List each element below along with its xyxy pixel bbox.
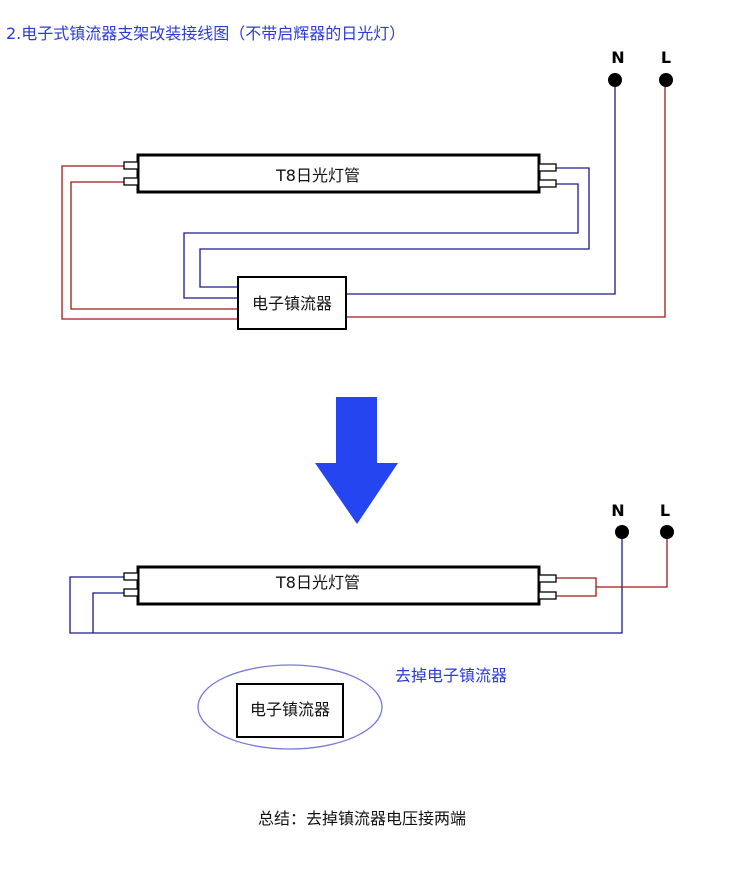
neutral-wire-left-pin-1 [69,532,623,634]
before-diagram: T8日光灯管 电子镇流器 N L [61,48,673,330]
tube-pin [538,574,557,583]
before-neutral-wires [183,80,616,299]
tube-before [136,153,541,194]
tube-pin [123,161,139,170]
tube-pin [123,588,139,597]
terminal-n-label: N [611,48,624,67]
diagram-title: 2.电子式镇流器支架改装接线图（不带启辉器的日光灯） [6,24,406,43]
neutral-wire-right-pin-2 [183,183,579,299]
after-live-wires [556,532,668,597]
remove-ballast-note: 去掉电子镇流器 [395,666,508,685]
live-wire-left-pin-2 [70,181,238,310]
terminal-n-dot [608,73,622,87]
neutral-wire-right-pin-1 [199,167,590,288]
removed-ballast-label: 电子镇流器 [250,700,330,719]
tube-after [136,565,541,606]
terminal-l-dot [659,73,673,87]
tube-label: T8日光灯管 [275,166,360,185]
terminal-l-label: L [660,501,670,520]
removed-ballast-ellipse [197,664,383,750]
ballast-label: 电子镇流器 [252,294,332,313]
terminal-l-dot [660,525,674,539]
tube-pin [538,163,557,172]
live-wire-left-pin-1 [61,165,238,320]
summary-text: 总结：去掉镇流器电压接两端 [258,809,467,828]
down-arrow-icon [315,397,398,524]
tube-pin [123,572,139,581]
neutral-wire-n [346,80,616,295]
terminal-n-label: N [611,501,624,520]
live-wire-right-pin-1 [556,577,597,597]
tube-pin [538,591,557,600]
terminal-n-dot [615,525,629,539]
before-live-wires [61,80,666,320]
after-neutral-wires [69,532,623,634]
after-diagram: T8日光灯管 N L 电子镇流器 [69,501,674,750]
live-wire-l [596,532,668,588]
tube-pin [538,179,557,188]
neutral-wire-left-pin-2 [92,592,124,633]
tube-label: T8日光灯管 [275,573,360,592]
live-wire-l [346,80,666,318]
terminal-l-label: L [661,48,671,67]
removed-ballast-box [236,683,344,738]
tube-pin [123,177,139,186]
ballast-box [237,276,347,330]
